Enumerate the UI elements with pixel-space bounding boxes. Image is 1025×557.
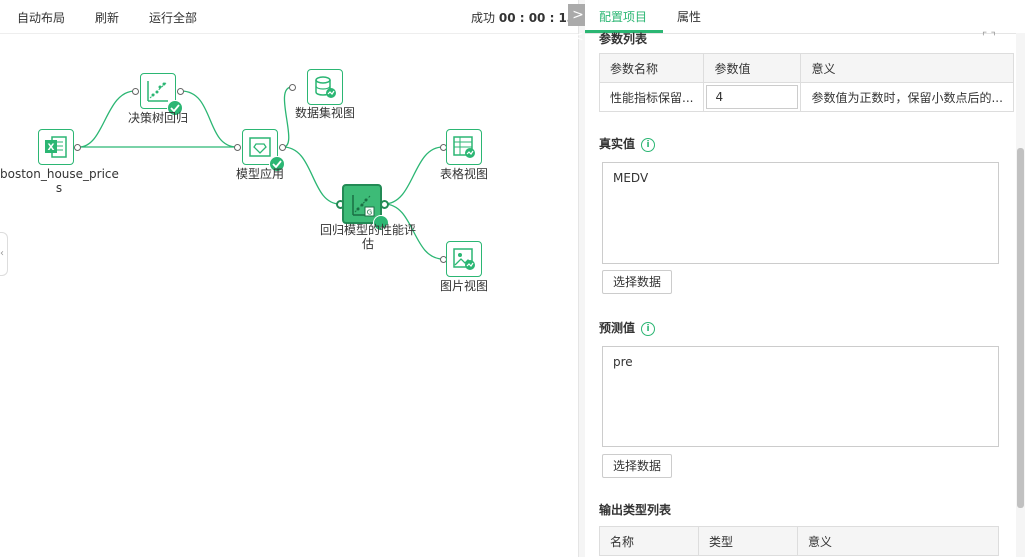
left-panel-handle[interactable]: ‹ (0, 232, 8, 276)
connection-lines (78, 86, 444, 260)
node-image-view[interactable] (446, 241, 482, 277)
table-row: 性能指标保留... 4 参数值为正数时，保留小数点后的... (598, 82, 1014, 112)
table-header: 名称 (599, 526, 699, 556)
status-label: 成功 (471, 11, 496, 25)
pred-value-title: 预测值 i (599, 319, 656, 336)
node-label: boston_house_price s (0, 167, 119, 195)
panel-divider[interactable] (578, 0, 585, 557)
param-meaning-cell: 参数值为正数时，保留小数点后的... (800, 82, 1014, 112)
scrollbar-thumb[interactable] (1017, 148, 1024, 508)
node-label: 模型应用 (235, 167, 284, 181)
node-table-view[interactable] (446, 129, 482, 165)
config-panel: 配置项目 属性 参数列表 参数名称 参数值 意义 性能指标保留... 4 参数值… (585, 0, 1025, 557)
regression-icon (147, 81, 168, 102)
run-all-button[interactable]: 运行全部 (149, 11, 198, 25)
port-out[interactable] (177, 88, 184, 95)
auto-layout-button[interactable]: 自动布局 (17, 11, 66, 25)
node-label-line2: s (55, 181, 63, 195)
true-value-textarea[interactable]: MEDV (602, 162, 999, 264)
run-status: 成功 00 : 00 : 13 (471, 9, 575, 26)
model-icon (249, 137, 271, 157)
edge-model-dataset (282, 86, 293, 148)
select-data-button[interactable]: 选择数据 (602, 454, 672, 478)
node-model-apply[interactable] (242, 129, 285, 172)
param-table: 参数名称 参数值 意义 性能指标保留... 4 参数值为正数时，保留小数点后的.… (598, 53, 1014, 112)
svg-text:X: X (48, 143, 55, 153)
param-value-cell: 4 (703, 82, 802, 112)
edge-eval-image (383, 203, 444, 260)
table-header-row: 名称 类型 意义 (599, 526, 999, 556)
table-view-icon (453, 136, 475, 158)
node-label-line1: 回归模型的性能评 (319, 223, 416, 237)
true-value-title: 真实值 i (599, 135, 656, 152)
table-header: 意义 (797, 526, 999, 556)
success-check-icon (373, 215, 390, 232)
table-header: 意义 (800, 53, 1014, 83)
tab-config[interactable]: 配置项目 (599, 10, 648, 24)
success-check-icon (269, 156, 285, 172)
select-data-button[interactable]: 选择数据 (602, 270, 672, 294)
true-value-label: 真实值 (599, 137, 636, 151)
expand-icon[interactable]: ⌜ ⌝ (982, 30, 996, 43)
info-icon[interactable]: i (641, 321, 656, 336)
param-value-input[interactable]: 4 (706, 85, 799, 109)
pred-value-label: 预测值 (599, 321, 636, 335)
svg-text:G: G (367, 209, 372, 217)
port-out[interactable] (380, 200, 389, 209)
output-section-title: 输出类型列表 (599, 503, 672, 517)
node-label: 决策树回归 (127, 111, 188, 125)
tab-active-indicator (585, 30, 663, 33)
node-regression-evaluation[interactable]: G (342, 184, 390, 232)
collapse-panel-icon[interactable]: >< (568, 4, 588, 45)
node-label-line2: 估 (361, 237, 374, 251)
node-label: 图片视图 (439, 279, 488, 293)
pred-value-textarea[interactable]: pre (602, 346, 999, 447)
database-icon (315, 76, 336, 98)
tab-properties[interactable]: 属性 (677, 10, 702, 24)
node-label-line1: boston_house_price (0, 167, 119, 181)
port-out[interactable] (74, 144, 81, 151)
port-in[interactable] (132, 88, 139, 95)
status-time: 00 : 00 : 13 (498, 11, 576, 25)
table-header-row: 参数名称 参数值 意义 (598, 53, 1014, 83)
refresh-button[interactable]: 刷新 (95, 11, 120, 25)
edge-dtree-model (180, 90, 238, 148)
node-boston-house-prices[interactable]: X (38, 129, 74, 165)
param-section-title: 参数列表 (599, 32, 648, 46)
panel-tabs: 配置项目 属性 (585, 0, 1025, 34)
table-header: 参数名称 (598, 53, 705, 83)
workflow-canvas[interactable]: X boston_house_price s 决策树回归 模型应用 (0, 34, 578, 557)
port-in[interactable] (234, 144, 241, 151)
node-decision-tree-regression[interactable] (140, 73, 183, 116)
success-check-icon (167, 100, 183, 116)
table-header: 参数值 (703, 53, 802, 83)
info-icon[interactable]: i (641, 137, 656, 152)
param-name-cell: 性能指标保留... (598, 82, 705, 112)
edge-eval-table (383, 146, 444, 205)
node-label: 数据集视图 (294, 106, 355, 120)
edge-model-eval (282, 146, 341, 205)
table-header: 类型 (698, 526, 798, 556)
port-out[interactable] (279, 144, 286, 151)
canvas-toolbar: 自动布局 刷新 运行全部 成功 00 : 00 : 13 (0, 0, 578, 34)
output-table: 名称 类型 意义 (599, 526, 999, 556)
edge-boston-dtree (78, 90, 136, 148)
node-label: 回归模型的性能评 估 (314, 223, 422, 251)
port-in[interactable] (289, 84, 296, 91)
node-dataset-view[interactable] (307, 69, 343, 105)
excel-icon: X (45, 136, 67, 158)
node-label: 表格视图 (439, 167, 488, 181)
regression-eval-icon: G (352, 195, 375, 217)
image-view-icon (453, 248, 475, 270)
